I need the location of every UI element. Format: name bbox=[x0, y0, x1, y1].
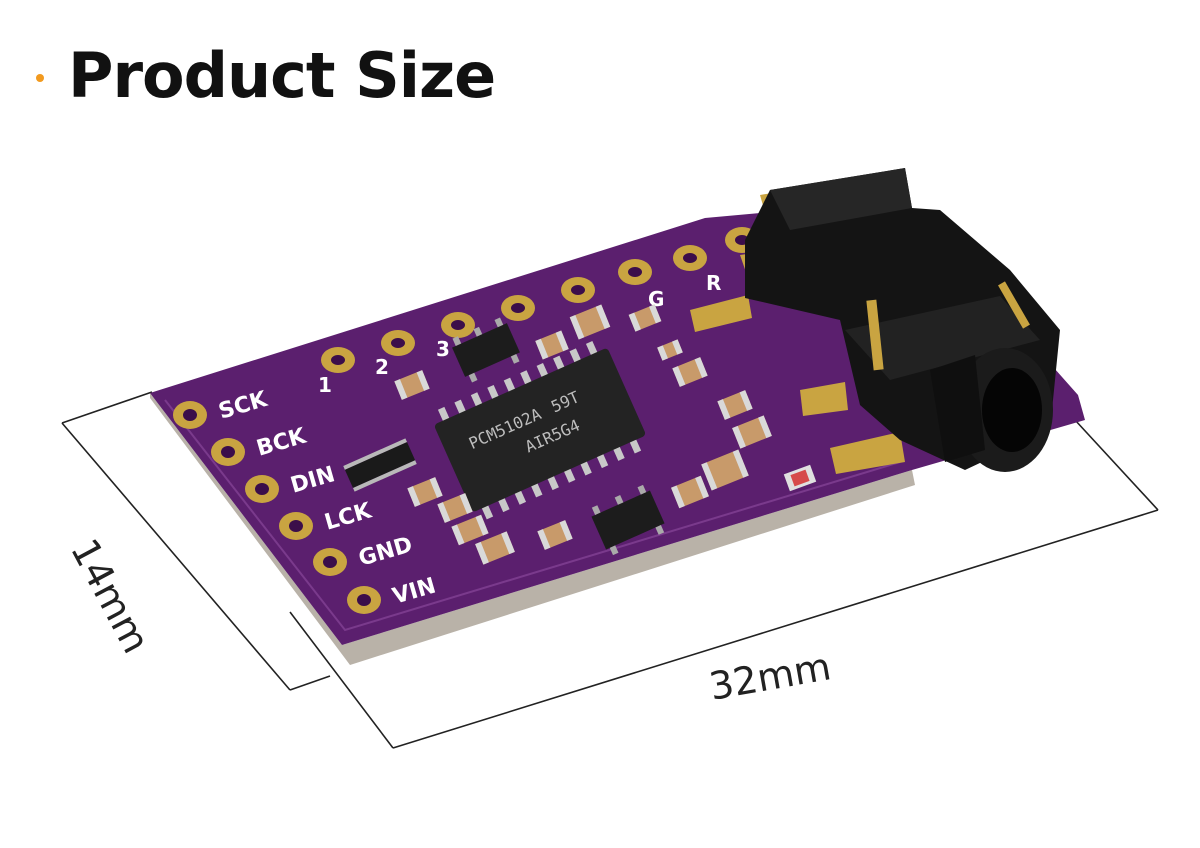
led bbox=[783, 464, 817, 492]
width-extension-bottom bbox=[289, 675, 331, 691]
smd-part bbox=[451, 514, 489, 546]
smd-part bbox=[671, 475, 709, 509]
pin-pad-din bbox=[245, 475, 279, 503]
top-pin-number: 3 bbox=[436, 337, 450, 361]
header: Product Size bbox=[36, 30, 496, 120]
top-pin-letter: R bbox=[706, 271, 721, 295]
width-dimension-line bbox=[61, 422, 291, 691]
dimension-lines bbox=[61, 391, 1159, 749]
smd-part bbox=[407, 477, 443, 507]
smd-part bbox=[672, 357, 708, 387]
top-pin-pad bbox=[381, 330, 415, 356]
top-pin-pad bbox=[618, 259, 652, 285]
smd-part bbox=[701, 449, 749, 491]
chip-body bbox=[434, 348, 646, 512]
pin-pad-lck bbox=[279, 512, 313, 540]
top-pin-pad bbox=[561, 277, 595, 303]
smd-part bbox=[394, 370, 430, 400]
smd-part bbox=[569, 304, 611, 340]
small-ic-top bbox=[452, 317, 520, 383]
pin-pad-bck bbox=[211, 438, 245, 466]
top-pin-pad bbox=[441, 312, 475, 338]
smd-part bbox=[657, 339, 683, 361]
top-pin-pad bbox=[673, 245, 707, 271]
jack-opening bbox=[982, 368, 1042, 452]
chip-legs bbox=[437, 341, 642, 520]
length-dimension-line bbox=[392, 509, 1159, 749]
top-pin-number: 2 bbox=[375, 355, 389, 379]
audio-jack bbox=[690, 168, 1060, 474]
top-pin-pad bbox=[501, 295, 535, 321]
length-extension-left bbox=[289, 611, 394, 749]
left-pin-pads bbox=[173, 401, 381, 614]
smd-part bbox=[717, 390, 753, 420]
page-title: Product Size bbox=[68, 38, 496, 112]
top-pin-pad bbox=[321, 347, 355, 373]
smd-part bbox=[732, 415, 772, 449]
smd-part bbox=[628, 304, 662, 332]
smd-part bbox=[437, 493, 473, 523]
smd-part bbox=[535, 330, 569, 360]
width-extension-top bbox=[61, 391, 153, 424]
width-label: 14mm bbox=[62, 532, 158, 661]
small-ic-bottom bbox=[591, 484, 665, 556]
bullet-icon bbox=[36, 74, 44, 82]
smd-components bbox=[394, 304, 772, 565]
pin-pad-sck bbox=[173, 401, 207, 429]
top-pin-number: 1 bbox=[318, 373, 332, 397]
dac-chip: PCM5102A 59T AIR5G4 bbox=[434, 341, 646, 520]
top-pin-letter: G bbox=[648, 287, 664, 311]
length-extension-right bbox=[1074, 419, 1159, 511]
pcb-edge bbox=[150, 393, 915, 665]
pin-pad-vin bbox=[347, 586, 381, 614]
length-label: 32mm bbox=[706, 644, 834, 709]
resistor-array bbox=[343, 438, 417, 492]
pin-pad-gnd bbox=[313, 548, 347, 576]
smd-part bbox=[475, 531, 515, 565]
smd-part bbox=[537, 520, 573, 550]
